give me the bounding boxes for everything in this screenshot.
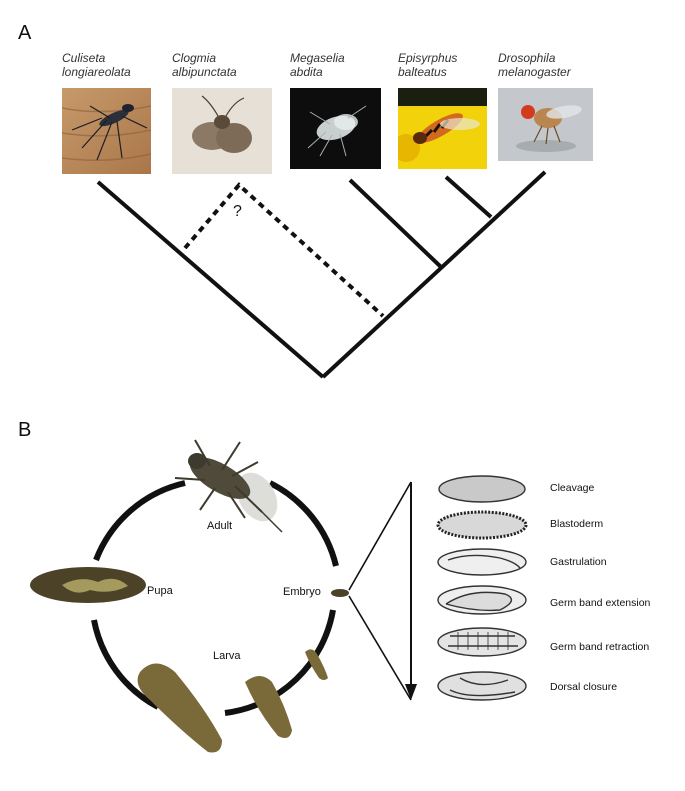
embryo-stage-drawings	[436, 475, 528, 701]
species-name-drosophila: Drosophila melanogaster	[498, 51, 571, 79]
species-genus: Episyrphus	[398, 51, 458, 65]
embryo-stage-label-cleavage: Cleavage	[550, 482, 595, 494]
photo-culiseta	[62, 88, 151, 174]
cycle-arc-bottom-left	[91, 619, 160, 710]
species-epithet: longiareolata	[62, 65, 131, 79]
embryo-stage-label-germ-band-extension: Germ band extension	[550, 597, 651, 609]
larva-illustration	[137, 649, 328, 753]
panel-label-b: B	[18, 419, 32, 441]
species-genus: Clogmia	[172, 51, 217, 65]
tree-branch-episyrphus	[444, 175, 493, 219]
embryo-gastrulation	[437, 548, 527, 576]
species-epithet: melanogaster	[498, 65, 571, 79]
species-epithet: balteatus	[398, 65, 447, 79]
tree-branch-clogmia-uncertain	[183, 182, 385, 318]
tree-branch-drosophila	[321, 170, 547, 379]
embryo-stage-label-blastoderm: Blastoderm	[550, 518, 604, 530]
cycle-arc-top-right	[268, 480, 339, 567]
embryo-stage-label-germ-band-retraction: Germ band retraction	[550, 641, 650, 653]
species-name-megaselia: Megaselia abdita	[290, 51, 345, 79]
pupa-illustration	[30, 567, 146, 603]
species-genus: Culiseta	[62, 51, 106, 65]
embryo-stage-label-gastrulation: Gastrulation	[550, 556, 607, 568]
life-stage-label-pupa: Pupa	[147, 585, 173, 597]
embryo-illustration	[331, 589, 349, 597]
embryo-germ-band-retraction	[437, 627, 527, 657]
species-name-clogmia: Clogmia albipunctata	[172, 51, 237, 79]
life-stage-label-larva: Larva	[213, 650, 241, 662]
species-genus: Megaselia	[290, 51, 345, 65]
embryo-cleavage	[438, 475, 526, 503]
species-name-episyrphus: Episyrphus balteatus	[398, 51, 457, 79]
cycle-arc-top-left	[93, 480, 186, 562]
species-epithet: albipunctata	[172, 65, 237, 79]
species-genus: Drosophila	[498, 51, 556, 65]
photo-megaselia	[290, 88, 381, 169]
photo-clogmia	[172, 88, 272, 174]
development-arrow	[405, 482, 417, 700]
embryo-stage-label-dorsal-closure: Dorsal closure	[550, 681, 618, 693]
photo-episyrphus	[398, 88, 487, 169]
embryo-blastoderm	[436, 510, 528, 540]
tree-branch-megaselia	[348, 178, 443, 269]
species-name-culiseta: Culiseta longiareolata	[62, 51, 131, 79]
cycle-arc-bottom-right	[224, 609, 336, 716]
uncertain-placement-mark: ?	[233, 203, 242, 220]
embryogenesis-zoom-lines	[348, 481, 412, 701]
life-stage-label-adult: Adult	[207, 520, 233, 532]
photo-drosophila	[498, 88, 593, 161]
species-epithet: abdita	[290, 65, 323, 79]
embryo-germ-band-extension	[437, 585, 527, 615]
life-stage-label-embryo: Embryo	[283, 586, 321, 598]
adult-fly-illustration	[174, 439, 283, 533]
embryo-dorsal-closure	[437, 671, 527, 701]
panel-label-a: A	[18, 22, 32, 44]
tree-branch-culiseta	[96, 180, 325, 379]
